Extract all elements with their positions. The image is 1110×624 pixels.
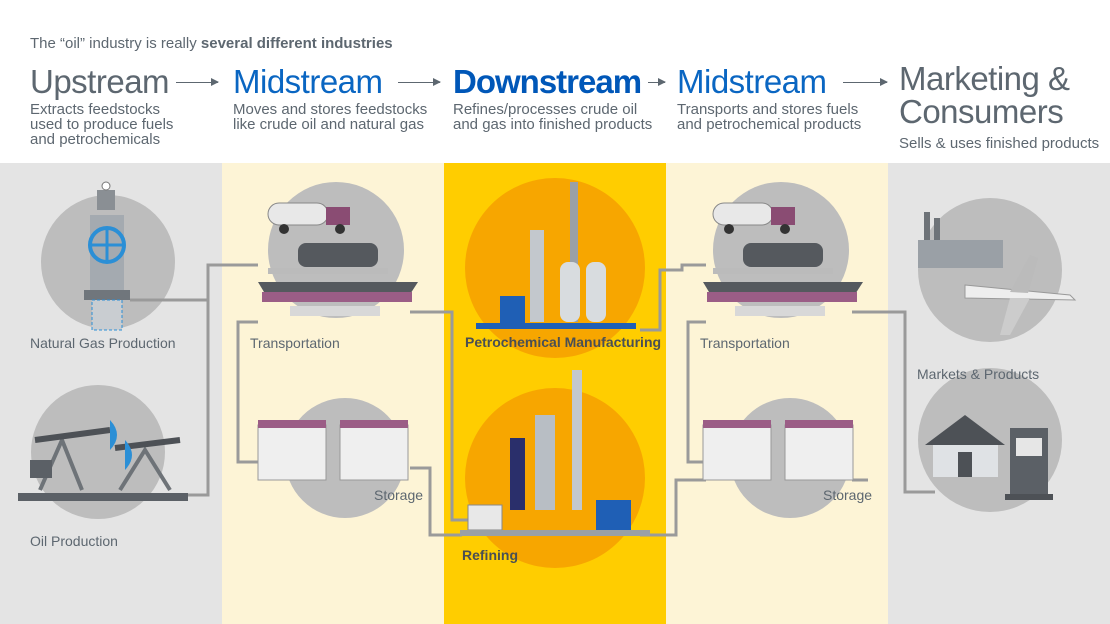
transportation-icon bbox=[703, 202, 863, 316]
natural-gas-wellhead-icon bbox=[84, 181, 130, 331]
arrow-icon bbox=[648, 78, 666, 86]
stage-desc: Extracts feedstocks used to produce fuel… bbox=[30, 101, 174, 148]
arrow-icon bbox=[176, 78, 219, 86]
refinery-icon bbox=[460, 370, 650, 536]
airplane-icon bbox=[964, 255, 1077, 335]
label-oil-production: Oil Production bbox=[30, 533, 118, 549]
stage-midstream-2: Midstream Transports and stores fuels an… bbox=[677, 62, 861, 132]
stage-title: Midstream bbox=[677, 63, 827, 100]
arrow-icon bbox=[398, 78, 441, 86]
label-natural-gas-production: Natural Gas Production bbox=[30, 335, 176, 351]
factory-icon bbox=[918, 212, 1003, 268]
stage-title: Marketing & Consumers bbox=[899, 60, 1070, 130]
label-petrochemical-manufacturing: Petrochemical Manufacturing bbox=[465, 334, 662, 350]
stage-desc: Transports and stores fuels and petroche… bbox=[677, 101, 862, 133]
label-storage-2: Storage bbox=[823, 487, 873, 503]
stage-midstream-1: Midstream Moves and stores feedstocks li… bbox=[233, 62, 427, 132]
stage-title: Downstream bbox=[453, 63, 642, 100]
intro-text: The “oil” industry is really several dif… bbox=[30, 35, 393, 52]
label-storage: Storage bbox=[374, 487, 424, 503]
stage-title: Midstream bbox=[233, 63, 383, 100]
stage-upstream: Upstream Extracts feedstocks used to pro… bbox=[30, 62, 173, 147]
stage-desc: Moves and stores feedstocks like crude o… bbox=[233, 101, 428, 133]
transportation-icon bbox=[258, 202, 418, 316]
stage-marketing: Marketing & Consumers Sells & uses finis… bbox=[899, 62, 1099, 151]
oil-pumpjack-icon bbox=[18, 420, 188, 501]
stage-desc: Sells & uses finished products bbox=[899, 135, 1100, 152]
pipelines bbox=[120, 263, 935, 537]
label-transportation-2: Transportation bbox=[700, 335, 790, 351]
storage-tanks-icon bbox=[702, 420, 854, 481]
petrochemical-plant-icon bbox=[476, 182, 636, 329]
stage-title: Upstream bbox=[30, 63, 170, 100]
house-icon bbox=[925, 415, 1005, 477]
stage-downstream: Downstream Refines/processes crude oil a… bbox=[453, 62, 652, 132]
label-markets-products: Markets & Products bbox=[917, 366, 1040, 382]
arrow-icon bbox=[843, 78, 888, 86]
label-transportation: Transportation bbox=[250, 335, 340, 351]
stage-desc: Refines/processes crude oil and gas into… bbox=[453, 101, 653, 133]
label-refining: Refining bbox=[462, 547, 518, 563]
fuel-pump-icon bbox=[1005, 428, 1053, 500]
storage-tanks-icon bbox=[257, 420, 409, 481]
